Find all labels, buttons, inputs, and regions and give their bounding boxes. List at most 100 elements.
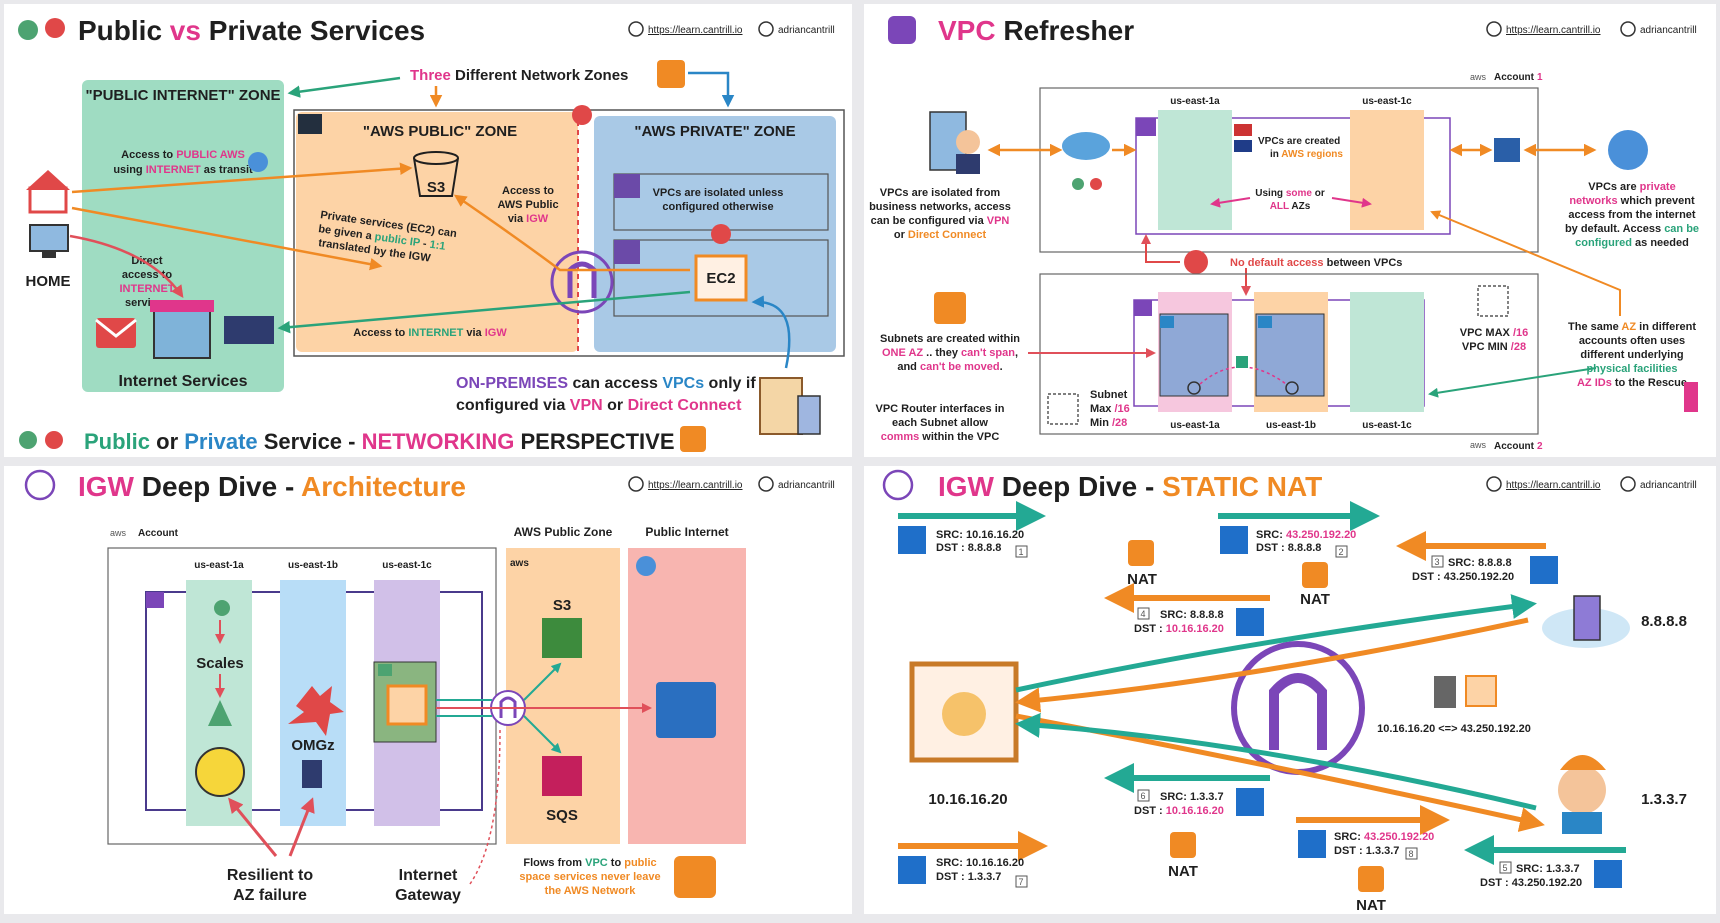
step-badge (1137, 789, 1150, 802)
beaker-icon (934, 292, 966, 324)
private-networks-l1: VPCs are private (1588, 181, 1675, 193)
step8-src: SRC: 43.250.192.20 (1334, 831, 1434, 843)
igw-l1: Internet (399, 867, 458, 884)
outlook-icon (656, 682, 716, 738)
same-az-l2: accounts often uses (1579, 335, 1685, 347)
header-link[interactable]: https://learn.cantrill.io (648, 25, 743, 36)
step5-dst: DST : 43.250.192.20 (1480, 877, 1582, 889)
logo-icon-footer (19, 431, 63, 449)
subnet-size-l3: Min /28 (1090, 417, 1127, 429)
az-label: us-east-1a (1170, 420, 1220, 431)
step7-src: SRC: 10.16.16.20 (936, 857, 1024, 869)
igw-logo-icon (882, 469, 914, 501)
cloud-network-icon (1062, 132, 1110, 190)
compass-icon (628, 21, 644, 37)
nat-beaker-icon (1358, 866, 1384, 892)
header-twitter[interactable]: adriancantrill (1640, 25, 1697, 36)
subnets-l2: ONE AZ .. they can't span, (882, 347, 1018, 359)
az-label: us-east-1b (288, 560, 338, 571)
onprem-l2: configured via VPN or Direct Connect (456, 397, 742, 414)
step1-src: SRC: 10.16.16.20 (936, 529, 1024, 541)
earth-icon (1608, 130, 1648, 170)
twitter-icon (1620, 476, 1636, 492)
step-number: 2 (1338, 547, 1343, 557)
globe-icon (248, 152, 268, 172)
panel-public-vs-private: Public vs Private Services https://learn… (4, 4, 852, 457)
step6-src: SRC: 1.3.3.7 (1160, 791, 1224, 803)
account-label: Account (138, 528, 179, 539)
step2-src: SRC: 43.250.192.20 (1256, 529, 1356, 541)
private-networks-l2: networks which prevent (1569, 195, 1695, 207)
aws-logo-icon (298, 114, 322, 134)
tree-icon (208, 700, 232, 726)
resize-icon (1477, 285, 1509, 317)
vpc-icon (614, 174, 640, 198)
router-l1: VPC Router interfaces in (876, 403, 1005, 415)
packet-icon (1594, 860, 1622, 888)
sqs-icon (542, 756, 582, 796)
same-az-l1: The same AZ in different (1568, 321, 1696, 333)
resilient-l1: Resilient to (227, 867, 313, 884)
header-link[interactable]: https://learn.cantrill.io (1506, 25, 1601, 36)
header-twitter[interactable]: adriancantrill (778, 480, 835, 491)
direct-l3: INTERNET (120, 283, 175, 295)
no-default-label: No default access between VPCs (1230, 257, 1402, 269)
same-az-l3: different underlying (1580, 349, 1683, 361)
account1-box (1039, 87, 1539, 253)
flag-icon (1234, 140, 1252, 152)
packet-icon (1530, 556, 1558, 584)
s3-label: S3 (553, 597, 571, 614)
packet-icon (1298, 830, 1326, 858)
office-building-icon (759, 377, 821, 435)
panel-vpc-refresher: VPC Refresher https://learn.cantrill.io … (864, 4, 1716, 457)
nat-beaker-icon (1170, 832, 1196, 858)
access-public-aws-l2: using INTERNET as transit (113, 164, 253, 176)
public-internet-label: Public Internet (645, 525, 728, 539)
compass-icon (1486, 476, 1502, 492)
phone-icon (1236, 356, 1248, 368)
vpc-icon (1134, 300, 1152, 316)
using-azs-l1: Using some or (1255, 188, 1325, 199)
access-aws-public-l2: AWS Public (497, 199, 558, 211)
earth-icon (636, 556, 656, 576)
header-link[interactable]: https://learn.cantrill.io (648, 480, 743, 491)
step4-dst: DST : 10.16.16.20 (1134, 623, 1224, 635)
aws-label: aws (510, 558, 529, 569)
az-label: us-east-1b (1266, 420, 1316, 431)
router-l2: each Subnet allow (892, 417, 988, 429)
ec2-instance-icon (386, 684, 428, 726)
step-badge (1137, 607, 1150, 620)
header-twitter[interactable]: adriancantrill (778, 25, 835, 36)
isolated-l1: VPCs are isolated from (880, 187, 1001, 199)
scales-label: Scales (196, 655, 244, 672)
step8-dst: DST : 1.3.3.7 (1334, 845, 1399, 857)
access-aws-public-l1: Access to (502, 185, 554, 197)
header-link[interactable]: https://learn.cantrill.io (1506, 480, 1601, 491)
home-label: HOME (26, 273, 71, 290)
access-aws-public-l3: via IGW (508, 213, 549, 225)
subnet-size-l1: Subnet (1090, 389, 1128, 401)
step-number: 1 (1018, 547, 1023, 557)
omgz-label: OMGz (291, 737, 334, 754)
az-label: us-east-1c (1362, 96, 1412, 107)
isolated-l2: business networks, access (869, 201, 1011, 213)
step-number: 6 (1140, 791, 1145, 801)
compass-icon (628, 476, 644, 492)
subnets-l3: and can't be moved. (897, 361, 1002, 373)
packet-icon (898, 856, 926, 884)
panel-title: Public vs Private Services (78, 15, 425, 46)
flows-l3: the AWS Network (545, 885, 637, 897)
stop-hand-icon (572, 105, 592, 125)
nat-label: NAT (1168, 863, 1198, 880)
header-twitter[interactable]: adriancantrill (1640, 480, 1697, 491)
flag-icon (1234, 124, 1252, 136)
onprem-l1: ON-PREMISES can access VPCs only if (456, 375, 756, 392)
zones-title: Three Different Network Zones (410, 67, 628, 84)
ec2-ip-label: 10.16.16.20 (928, 791, 1007, 808)
business-person-icon (929, 111, 980, 174)
house-icon (26, 170, 70, 214)
step-badge (1499, 861, 1512, 874)
s3-bucket-icon (542, 618, 582, 658)
